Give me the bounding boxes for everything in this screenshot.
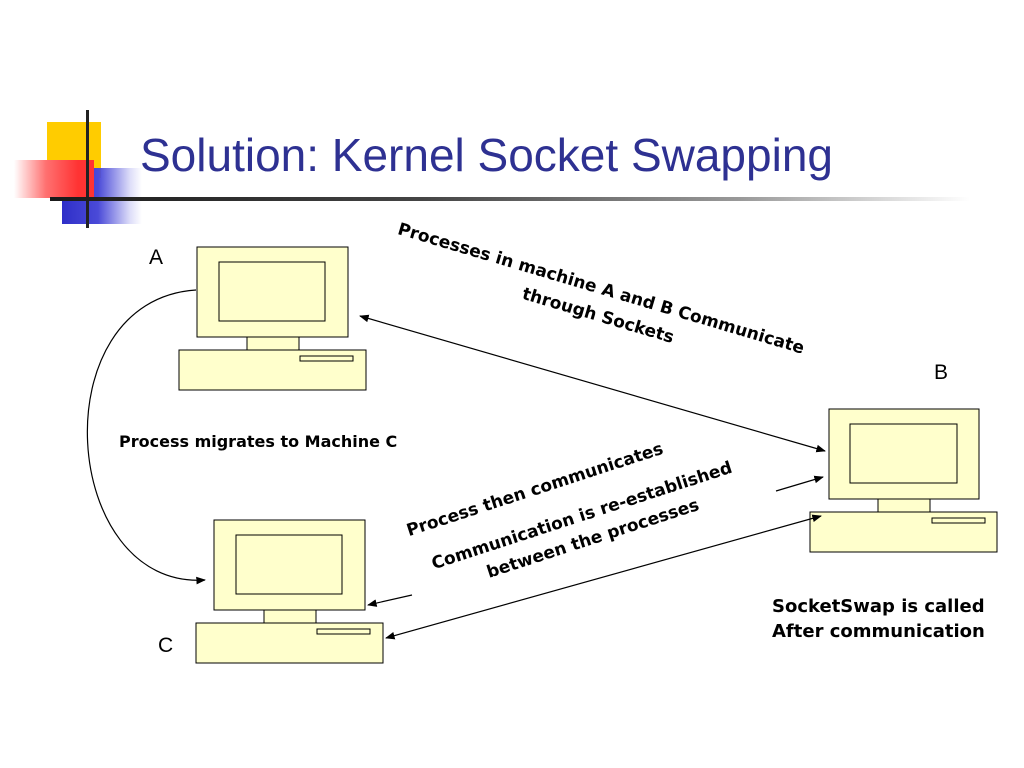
computer-c [195,519,384,664]
arrow-b-c [385,514,822,640]
arrow-a-b [359,314,826,453]
slide-title: Solution: Kernel Socket Swapping [140,129,833,181]
machine-c-label: C [158,634,174,657]
screen [849,423,958,484]
arrow-then-communicates [775,475,824,492]
stand [877,498,931,513]
computer-a [178,246,367,391]
drive-slot [931,517,986,524]
screen [235,534,343,595]
migration-curve [86,289,206,585]
drive-slot [316,628,371,635]
stand [263,609,317,624]
drive-slot [299,355,354,362]
deco-red-square [14,160,94,198]
machine-a-label: A [149,246,164,269]
migrate-label: Process migrates to Machine C [119,432,398,451]
computer-b [809,408,998,553]
socketswap-note-line1: SocketSwap is called [772,596,985,617]
machine-b-label: B [934,361,949,384]
screen [218,261,326,322]
title-underline [50,197,970,201]
stand [246,336,300,351]
socketswap-note-line2: After communication [772,621,985,642]
arrow-to-c-monitor [367,594,413,607]
deco-vertical-line [86,110,89,228]
socketswap-note: SocketSwap is called After communication [772,594,985,644]
